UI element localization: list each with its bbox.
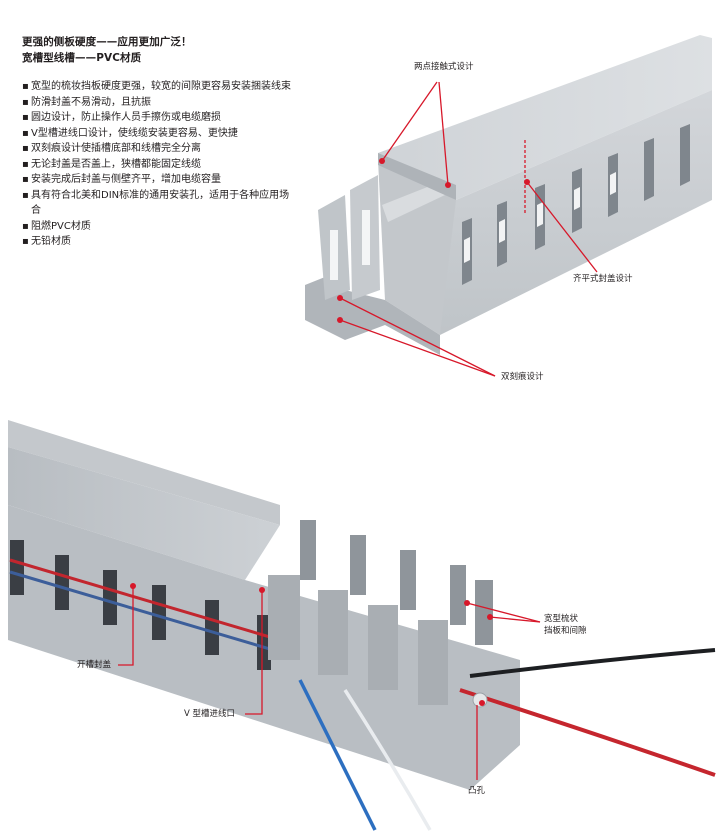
feature-item: ▪安装完成后封盖与侧壁齐平，增加电缆容量: [22, 172, 292, 188]
feature-item: ▪双刻痕设计使插槽底部和线槽完全分离: [22, 141, 292, 157]
bullet-icon: ▪: [22, 220, 29, 232]
page-title: 更强的侧板硬度——应用更加广泛！: [22, 36, 192, 48]
bullet-icon: ▪: [22, 189, 29, 201]
callout-slotted-cover: 开槽封盖: [77, 660, 112, 670]
duct-cover-top: [378, 35, 712, 200]
callout-wide-fingers-line1: 宽型梳状: [544, 614, 579, 624]
bullet-icon: ▪: [22, 143, 29, 154]
callout-dots-top: [337, 158, 530, 323]
bullet-icon: ▪: [22, 127, 29, 139]
duct2-cover-front: [8, 447, 280, 580]
feature-item: ▪圆边设计，防止操作人员手擦伤或电缆磨损: [22, 110, 292, 126]
callout-boss-hole: 凸孔: [468, 786, 486, 796]
duct2-visible-wires: [9, 558, 281, 654]
duct-side-wall: [430, 90, 712, 335]
page-subtitle: 宽槽型线槽——PVC材质: [22, 52, 142, 64]
callout-v-slot-entry: V 型槽进线口: [184, 709, 236, 719]
feature-item: ▪宽型的梳妆挡板硬度更强，较宽的间隙更容易安装捆装线束: [22, 79, 292, 95]
duct-cover-lip: [378, 153, 456, 200]
feature-list: ▪宽型的梳妆挡板硬度更强，较宽的间隙更容易安装捆装线束 ▪防滑封盖不易滑动，且抗…: [22, 79, 292, 250]
callout-dots-bottom: [130, 583, 493, 706]
feature-item: ▪防滑封盖不易滑动，且抗振: [22, 95, 292, 111]
duct-rolled-edge: [382, 182, 445, 222]
feature-item: ▪具有符合北美和DIN标准的通用安装孔，适用于各种应用场合: [22, 189, 290, 217]
slot-highlights: [464, 172, 616, 263]
bullet-icon: ▪: [22, 158, 29, 170]
wire-black: [469, 648, 716, 678]
duct-slot: [330, 230, 338, 280]
callout-lines-bottom: [118, 586, 541, 780]
duct2-cover-top: [8, 420, 280, 525]
bullet-icon: ▪: [22, 174, 29, 185]
bullet-icon: ▪: [22, 96, 29, 108]
wire-red: [459, 688, 716, 777]
callout-flush-cover: 齐平式封盖设计: [573, 274, 633, 284]
feature-item: ▪无论封盖是否盖上，狭槽都能固定线缆: [22, 157, 292, 173]
wire-blue: [298, 679, 377, 831]
bullet-icon: ▪: [22, 81, 29, 92]
callout-two-point-contact: 两点接触式设计: [414, 62, 474, 72]
duct-slot: [362, 210, 370, 265]
feature-item: ▪无铅材质: [22, 234, 292, 250]
callout-double-score: 双刻痕设计: [501, 372, 544, 382]
bullet-icon: ▪: [22, 236, 29, 247]
callout-lines-top: [339, 81, 598, 377]
duct2-slots: [10, 540, 271, 670]
side-slots: [462, 124, 690, 285]
feature-item: ▪V型槽进线口设计，使线缆安装更容易、更快捷: [22, 126, 292, 142]
feature-item: ▪阻燃PVC材质: [22, 219, 292, 235]
duct2-fingers: [268, 520, 493, 705]
bullet-icon: ▪: [22, 112, 29, 123]
callout-wide-fingers-line2: 挡板和间隙: [544, 626, 587, 636]
wire-white: [343, 689, 432, 831]
